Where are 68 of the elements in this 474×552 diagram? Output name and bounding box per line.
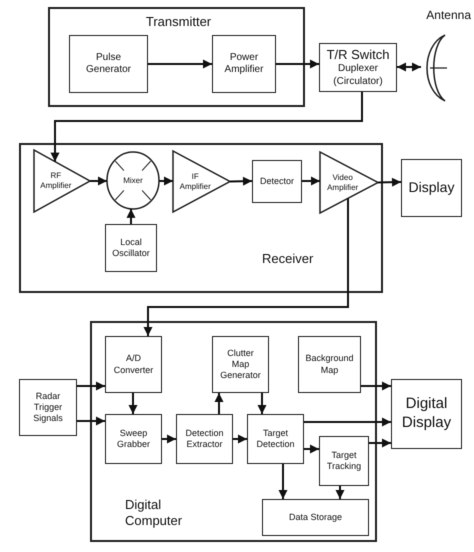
process-box — [319, 436, 369, 486]
box-label: Duplexer (Circulator) — [332, 63, 384, 88]
arrow — [144, 198, 349, 336]
arrow — [77, 382, 105, 390]
arrow — [304, 418, 391, 426]
process-box — [319, 43, 397, 92]
arrow — [126, 208, 136, 224]
arrow — [336, 486, 344, 499]
box-label: A/D Converter — [112, 353, 154, 376]
block-frame — [19, 143, 383, 293]
box-label: Clutter Map Generator — [220, 348, 262, 382]
box-label: Data Storage — [288, 512, 342, 524]
box-label: Radar Trigger Signals — [32, 390, 64, 424]
arrow — [230, 176, 252, 186]
arrow — [159, 176, 173, 186]
arrow — [128, 393, 138, 414]
box-label: Detector — [260, 176, 294, 188]
arrow — [304, 444, 319, 454]
process-box — [19, 379, 77, 436]
process-box — [212, 336, 269, 393]
process-box — [105, 336, 162, 393]
box-label: Sweep Grabber — [116, 428, 152, 450]
process-box — [252, 160, 302, 203]
box-label: IF Amplifier — [178, 172, 212, 192]
box-label: Power Amplifier — [224, 52, 264, 76]
box-label: Detection Extractor — [184, 428, 225, 450]
box-label: T/R Switch — [326, 46, 390, 64]
process-box — [391, 379, 462, 449]
box-label: Background Map — [304, 353, 355, 376]
arrow — [148, 60, 212, 68]
box-label: Display — [408, 179, 454, 197]
block-frame — [90, 321, 377, 542]
arrow — [302, 176, 320, 186]
process-box — [262, 499, 369, 536]
arrow — [90, 176, 107, 186]
box-label: Video Amplifier — [326, 172, 360, 192]
box-label: Digital Display — [400, 395, 452, 433]
box-label: Target Tracking — [326, 450, 362, 472]
process-box — [298, 336, 361, 393]
arrow — [278, 464, 288, 499]
box-label: RF Amplifier — [39, 171, 72, 191]
box-label: Mixer — [123, 176, 143, 186]
process-box — [105, 414, 162, 464]
arrow — [369, 438, 391, 448]
block-title: Receiver — [262, 251, 314, 268]
process-box — [176, 414, 233, 464]
arrow — [397, 62, 421, 72]
process-box — [105, 224, 157, 272]
block-title: Transmitter — [144, 14, 212, 30]
block-title: Digital Computer — [125, 497, 184, 530]
arrow — [77, 416, 105, 426]
arrow — [258, 393, 266, 414]
arrow — [276, 60, 319, 68]
arrow — [50, 92, 363, 162]
box-label: Target Detection — [255, 428, 296, 450]
arrow — [214, 393, 224, 414]
process-box — [212, 35, 276, 93]
arrow — [361, 382, 391, 390]
process-box — [247, 414, 304, 464]
process-box — [69, 35, 148, 93]
arrow — [378, 178, 402, 187]
block-frame — [48, 7, 305, 107]
arrow — [162, 434, 176, 444]
box-label: Local Oscillator — [111, 236, 151, 260]
arrow — [233, 434, 247, 444]
process-box — [401, 159, 462, 217]
antenna-label: Antenna — [426, 8, 471, 23]
box-label: Pulse Generator — [84, 52, 132, 76]
